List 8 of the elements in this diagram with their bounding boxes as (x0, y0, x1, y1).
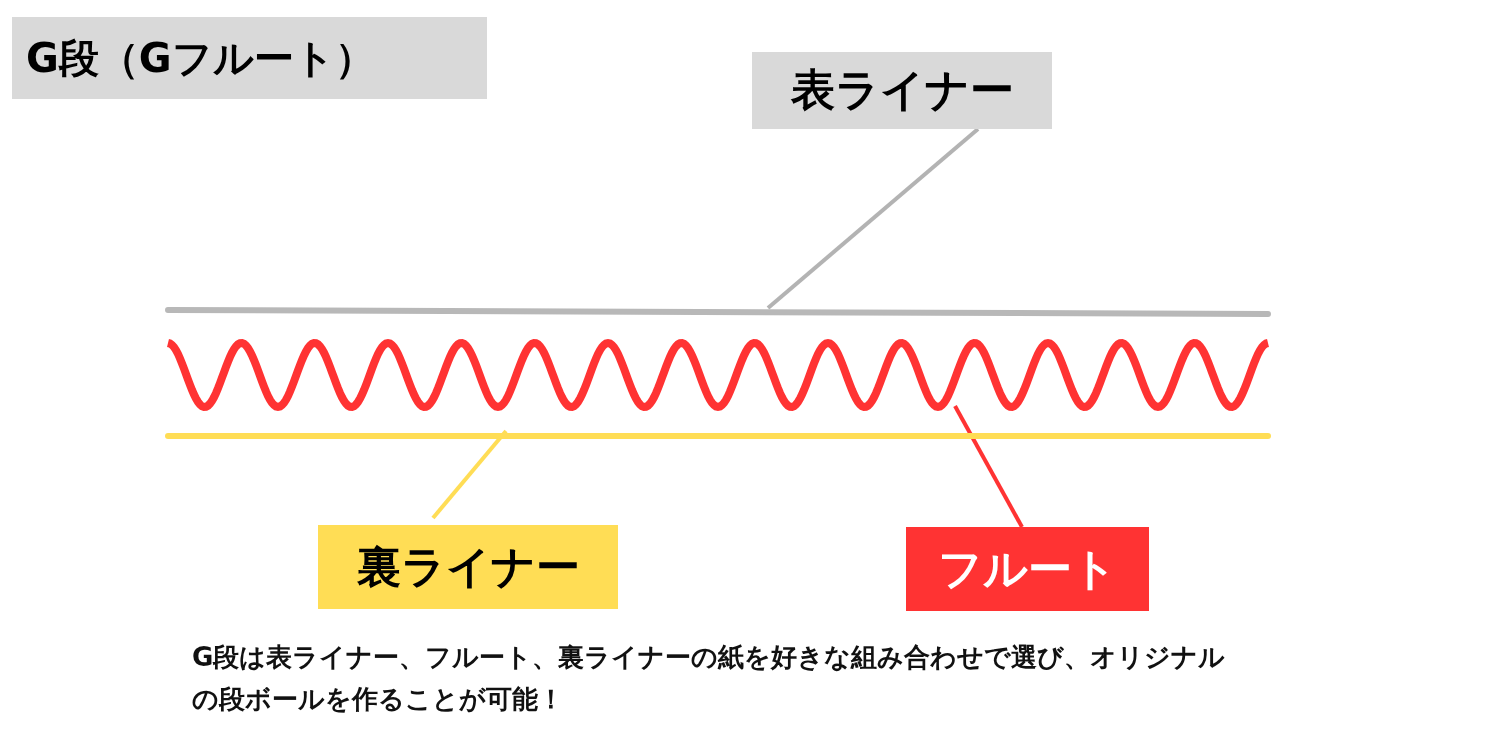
title-label: G段（Gフルート） (12, 17, 487, 99)
label-box: 裏ライナー (318, 525, 618, 609)
leader-line (953, 405, 1024, 528)
leader-line (431, 429, 508, 520)
label-box: フルート (906, 527, 1149, 611)
leader-line (766, 127, 980, 310)
label-box: 表ライナー (752, 52, 1052, 129)
caption-text: G段は表ライナー、フルート、裏ライナーの紙を好きな組み合わせで選び、オリジナルの段ボールを作ることが可能！ (192, 641, 1227, 716)
